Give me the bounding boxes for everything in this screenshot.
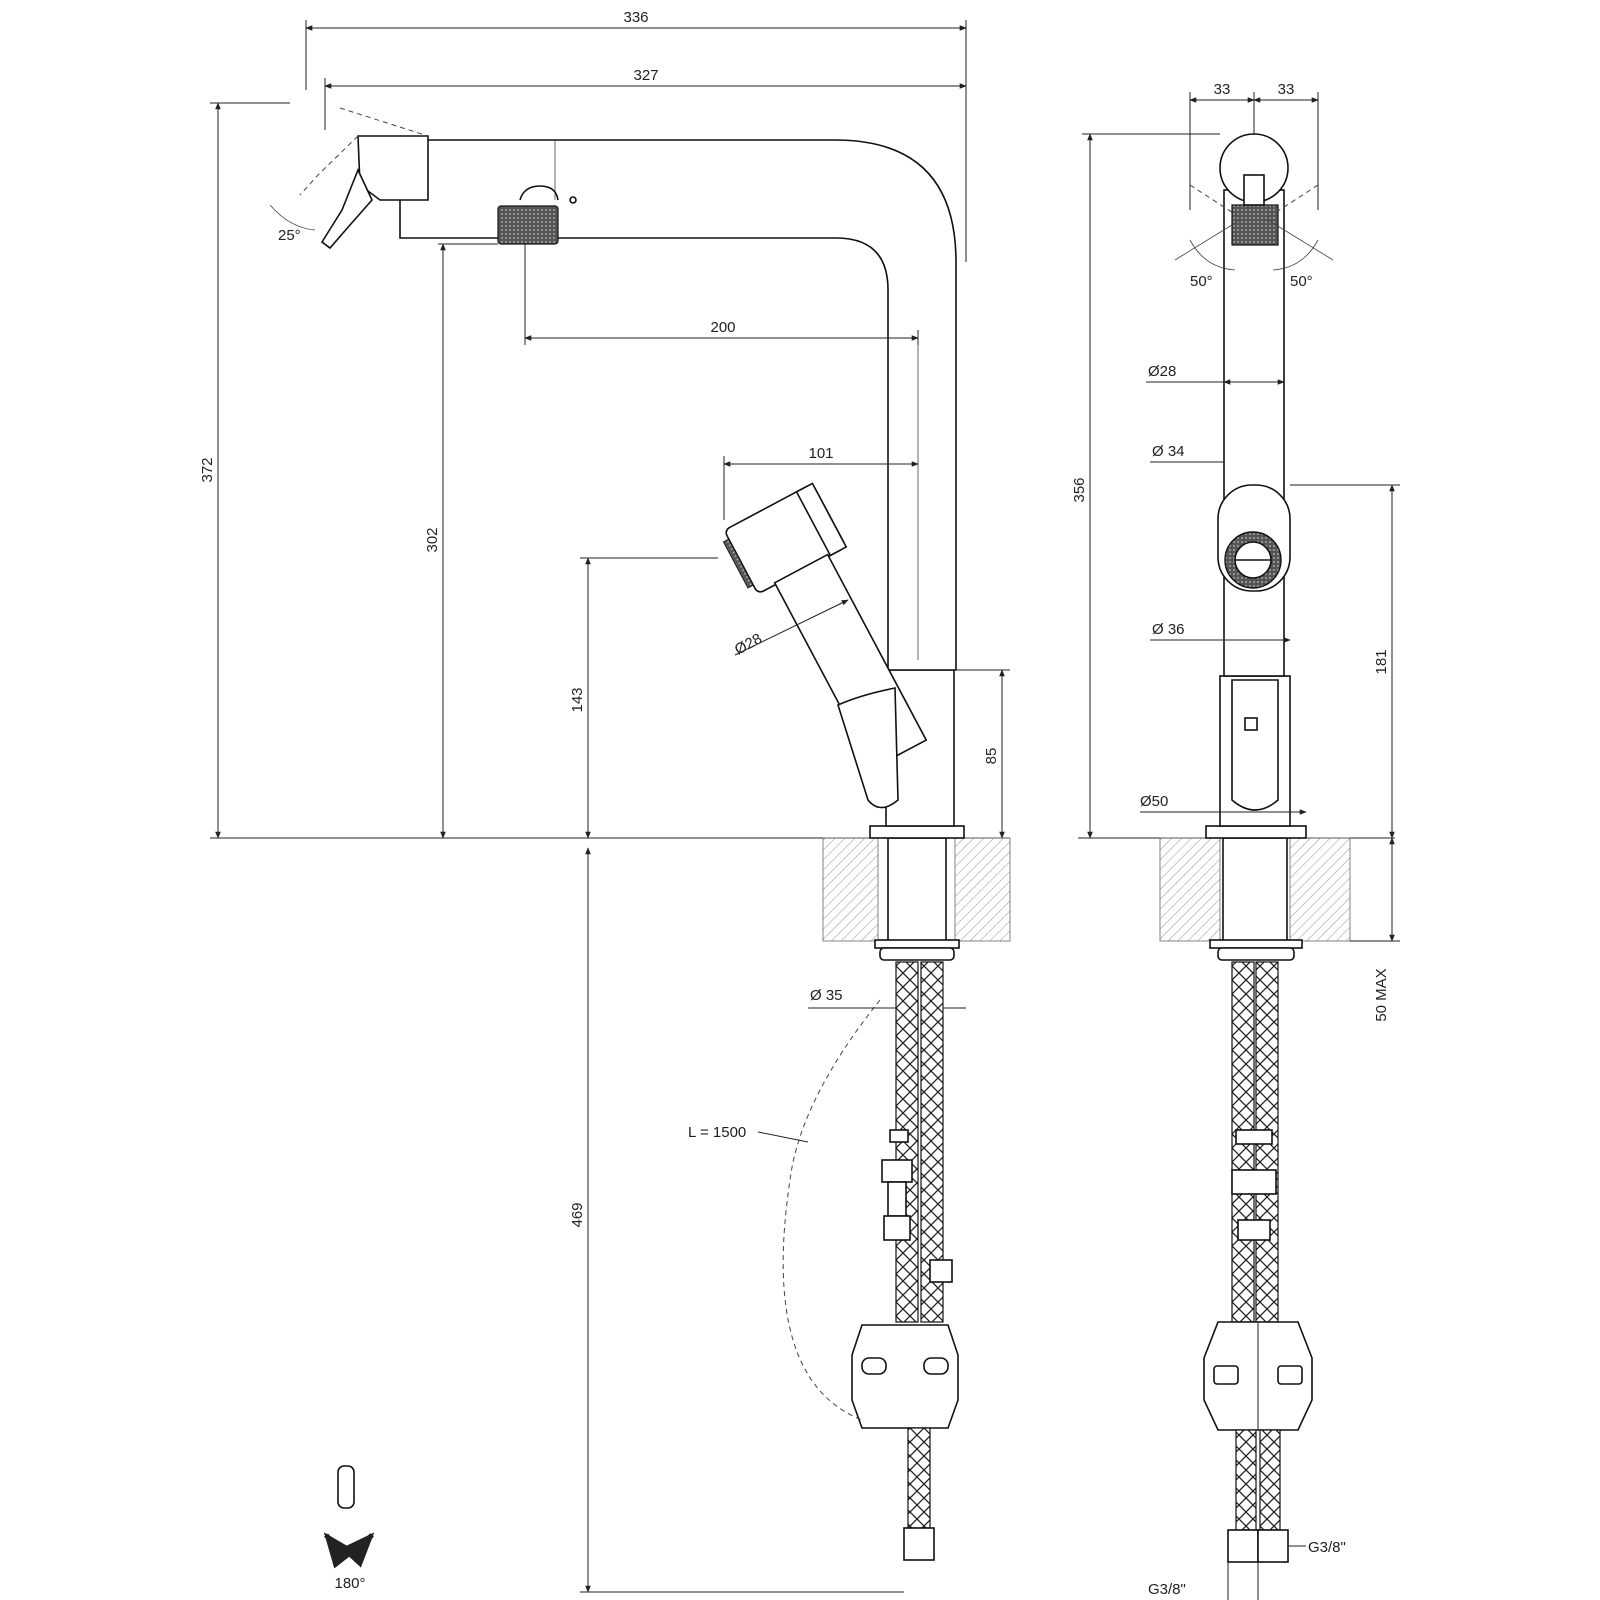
body-base [869, 825, 965, 839]
front-shank [1222, 837, 1288, 942]
front-counterweight-slot-right [1277, 1365, 1303, 1385]
front-counter-right [1289, 837, 1351, 942]
dim-angle-left: 50° [1190, 273, 1213, 290]
hose-end-nut [903, 1527, 935, 1561]
spout-head [357, 135, 429, 201]
shower-holder [837, 687, 899, 809]
dim-half-width-right: 33 [1278, 81, 1295, 98]
counterweight-slot-left [861, 1357, 887, 1375]
spout-pin [569, 196, 577, 204]
front-end-nut-right [1257, 1529, 1289, 1563]
dim-total-height: 372 [199, 457, 216, 482]
front-counter-left [1159, 837, 1221, 942]
dim-line-shower-dia [734, 599, 849, 656]
counter-section-right [954, 837, 1011, 942]
arc-50-right [1272, 239, 1319, 271]
rotation-lever-handle [337, 1465, 355, 1509]
side-view: 336 327 372 302 200 101 143 85 469 [199, 9, 1011, 1593]
dim-lever-angle: 25° [278, 227, 301, 244]
lever [320, 167, 373, 250]
front-lever-alt [1189, 184, 1319, 221]
hose-fitting-2 [887, 1181, 907, 1217]
front-fixing-nut [1209, 939, 1303, 949]
front-spout-tube [1223, 189, 1285, 677]
dim-spout-diameter: Ø 34 [1152, 443, 1185, 460]
counterweight [851, 1324, 959, 1429]
counter-section-left [822, 837, 879, 942]
dim-shank-diameter: Ø 35 [810, 987, 843, 1004]
counterweight-slot-right [923, 1357, 949, 1375]
hose-fitting-1 [881, 1159, 913, 1183]
dim-spout-height: 302 [424, 527, 441, 552]
front-hose-fitting-2 [1237, 1219, 1271, 1241]
front-view: 33 33 50° 50° Ø28 Ø 34 Ø 36 Ø50 356 181 [1071, 81, 1400, 1600]
front-aerator [1231, 204, 1279, 246]
shower-cap [795, 482, 848, 557]
lever-alt-position [299, 107, 429, 196]
dim-aerator-offset: 200 [710, 319, 735, 336]
leader-hose-length [757, 1131, 809, 1143]
dim-front-total-height: 356 [1071, 477, 1088, 502]
front-body-pin [1244, 717, 1258, 731]
fixing-washer [879, 947, 955, 961]
hose-right [920, 961, 944, 1323]
rotation-angle: 180° [334, 1575, 365, 1592]
hose-nut-1 [889, 1129, 909, 1143]
dim-shower-height: 143 [569, 687, 586, 712]
dim-overall-reach: 336 [623, 9, 648, 26]
front-fixing-washer [1217, 947, 1295, 961]
dim-thread-right: G3/8" [1308, 1539, 1346, 1556]
arc-25 [269, 204, 316, 231]
front-lever [1243, 174, 1265, 206]
dim-front-body-height: 181 [1373, 649, 1390, 674]
rotation-symbol: 180° [279, 1465, 408, 1592]
aerator-cap [519, 185, 559, 201]
shower-hose-path [782, 999, 881, 1421]
dim-body-diameter: Ø 36 [1152, 621, 1185, 638]
rotation-arrow-icon [323, 1532, 375, 1569]
fixing-nut [874, 939, 960, 949]
front-counterweight-slot-left [1213, 1365, 1239, 1385]
hose-fitting-3 [883, 1215, 911, 1241]
front-hose-fitting-1 [1231, 1169, 1277, 1195]
front-end-nut-left [1227, 1529, 1259, 1563]
dim-shower-offset: 101 [808, 445, 833, 462]
arc-50-left [1189, 239, 1236, 271]
dim-max-deck: 50 MAX [1373, 968, 1390, 1021]
front-body-inner [1231, 679, 1279, 811]
dim-body-height: 85 [983, 748, 1000, 765]
dim-half-width-left: 33 [1214, 81, 1231, 98]
hose-lower [907, 1427, 931, 1529]
spout [399, 139, 957, 671]
front-body-base [1205, 825, 1307, 839]
aerator [497, 205, 559, 245]
dim-spout-reach: 327 [633, 67, 658, 84]
hose-clip [929, 1259, 953, 1283]
angle-line-left [1174, 219, 1241, 261]
dim-angle-right: 50° [1290, 273, 1313, 290]
front-hose-nut-1 [1235, 1129, 1273, 1145]
dim-hose-length: L = 1500 [688, 1124, 746, 1141]
angle-line-right [1267, 219, 1334, 261]
dim-shower-diameter: Ø28 [732, 630, 765, 658]
dim-hose-depth: 469 [569, 1202, 586, 1227]
front-hose-lower-left [1235, 1429, 1257, 1531]
dim-tube-diameter: Ø28 [1148, 363, 1176, 380]
shank [887, 837, 947, 942]
shower-spray-face [722, 538, 754, 589]
dim-thread-left: G3/8" [1148, 1581, 1186, 1598]
dim-base-diameter: Ø50 [1140, 793, 1168, 810]
front-hose-lower-right [1259, 1429, 1281, 1531]
